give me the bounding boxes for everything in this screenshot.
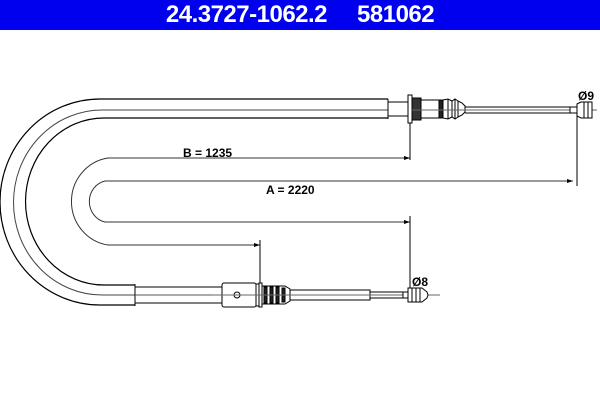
sheath-inner-line (25, 117, 388, 286)
reference-number: 581062 (357, 1, 435, 28)
dimension-a-arrow (567, 179, 573, 183)
sheath-middle-line (13, 109, 388, 296)
sheath-outer-line (0, 98, 388, 306)
upper-fitting-body (420, 99, 440, 119)
part-number: 24.3727-1062.2 (165, 1, 328, 28)
dimension-b-line (71, 157, 410, 246)
dimension-b-arrow (404, 156, 410, 160)
dimension-lower-arrow (254, 243, 260, 247)
upper-fitting-boot (442, 98, 466, 120)
lower-end-diameter-label: Ø8 (412, 275, 428, 289)
lower-end-ferrule (407, 287, 429, 303)
dimension-a-line (88, 180, 573, 223)
upper-fitting-ring (438, 99, 444, 119)
dimension-inner-arrow (404, 220, 410, 224)
upper-fitting-nut (411, 97, 422, 121)
upper-end-diameter-label: Ø9 (578, 89, 594, 103)
dimension-a-label: A = 2220 (266, 183, 315, 197)
upper-wire-neck (569, 106, 578, 114)
title-bar: 24.3727-1062.2 581062 (0, 0, 600, 30)
dimension-b-label: B = 1235 (183, 146, 232, 160)
upper-fitting-flange (407, 94, 413, 124)
